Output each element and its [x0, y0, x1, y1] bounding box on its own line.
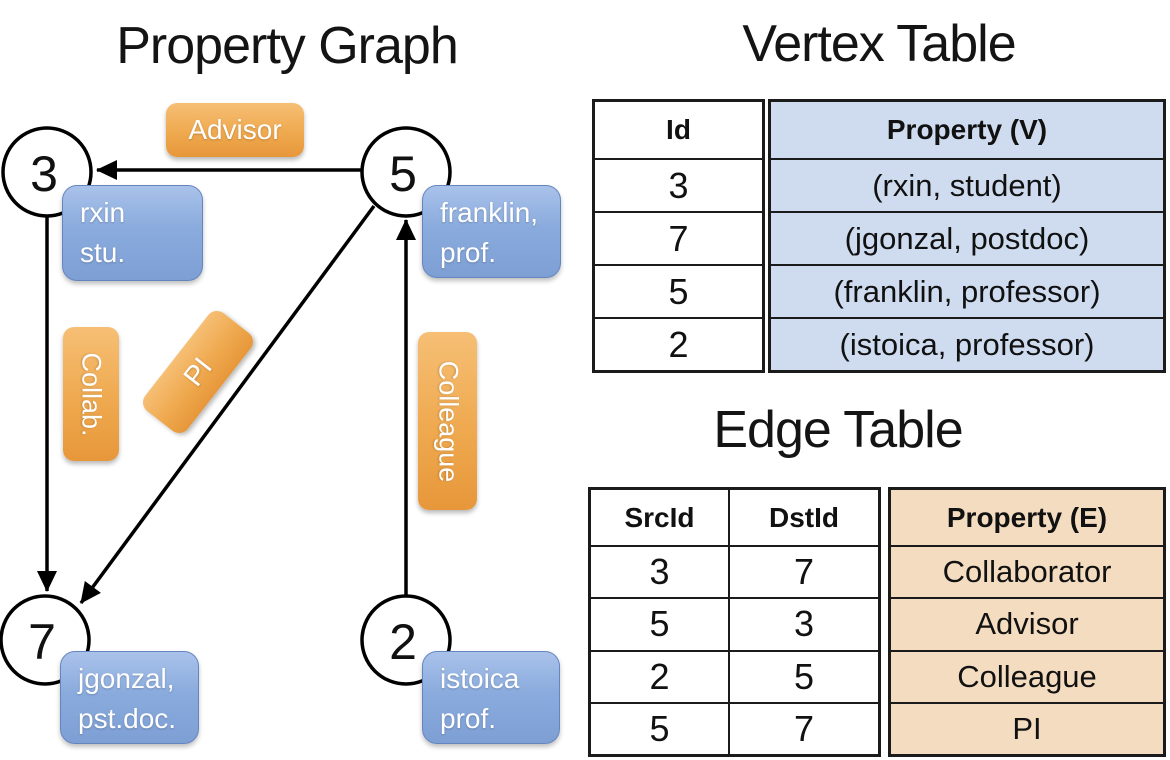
node-property-box-2: istoica prof. — [422, 651, 560, 744]
node-property-box-3: rxin stu. — [62, 185, 203, 281]
edge-label-pi-text: PI — [177, 351, 218, 392]
edge-property-cell-0: Collaborator — [891, 545, 1163, 597]
vertex-id-cell-1: 7 — [595, 211, 762, 264]
vertex-property-cell-3: (istoica, professor) — [771, 317, 1163, 370]
edge-label-collab-text: Collab. — [76, 351, 107, 437]
node-property-box-5: franklin, prof. — [422, 185, 561, 278]
vertex-id-cell-3: 2 — [595, 317, 762, 370]
edge-table-property-column: Property (E) Collaborator Advisor Collea… — [888, 487, 1166, 757]
property-graph-title: Property Graph — [116, 17, 459, 75]
edge-table-property-header: Property (E) — [946, 501, 1108, 533]
edge-label-advisor-text: Advisor — [188, 114, 282, 145]
edge-table-title: Edge Table — [713, 401, 963, 459]
vertex-table-property-header: Property (V) — [886, 114, 1048, 145]
node-id-3: 3 — [30, 146, 58, 202]
edge-table-id-columns: SrcId DstId 3 7 5 3 2 5 5 7 — [588, 487, 881, 757]
edge-label-colleague: Colleague — [418, 332, 477, 510]
edge-label-colleague-text: Colleague — [433, 360, 463, 482]
edge-property-cell-2: Colleague — [891, 649, 1163, 702]
vertex-property-cell-1: (jgonzal, postdoc) — [771, 211, 1163, 264]
vertex-property-cell-0: (rxin, student) — [771, 158, 1163, 211]
node-id-2: 2 — [389, 614, 417, 670]
node-id-7: 7 — [28, 614, 56, 670]
edge-label-collab: Collab. — [63, 327, 119, 461]
edge-dst-cell-2: 5 — [728, 649, 878, 702]
vertex-id-cell-2: 5 — [595, 264, 762, 317]
edge-dst-cell-3: 7 — [728, 701, 878, 754]
edge-table-dstid-header: DstId — [728, 490, 878, 545]
edge-src-cell-1: 5 — [591, 597, 728, 649]
edge-table-srcid-header: SrcId — [624, 501, 695, 533]
vertex-table-id-column: Id 3 7 5 2 — [592, 99, 765, 373]
edge-dst-cell-1: 3 — [728, 597, 878, 650]
edge-label-advisor: Advisor — [166, 103, 304, 157]
vertex-table-id-header: Id — [666, 114, 691, 145]
vertex-table-property-column: Property (V) (rxin, student) (jgonzal, p… — [768, 99, 1166, 373]
vertex-property-cell-2: (franklin, professor) — [771, 264, 1163, 317]
edge-property-cell-1: Advisor — [891, 597, 1163, 649]
vertex-id-cell-0: 3 — [595, 158, 762, 211]
node-property-box-7: jgonzal, pst.doc. — [60, 651, 199, 744]
edge-dst-cell-0: 7 — [728, 545, 878, 598]
node-id-5: 5 — [389, 146, 417, 202]
edge-src-cell-0: 3 — [591, 545, 728, 597]
vertex-table-title: Vertex Table — [742, 15, 1016, 73]
edge-property-cell-3: PI — [891, 701, 1163, 754]
edge-line-pi-5-to-7 — [79, 204, 376, 605]
edge-src-cell-2: 2 — [591, 649, 728, 702]
edge-src-cell-3: 5 — [591, 701, 728, 754]
